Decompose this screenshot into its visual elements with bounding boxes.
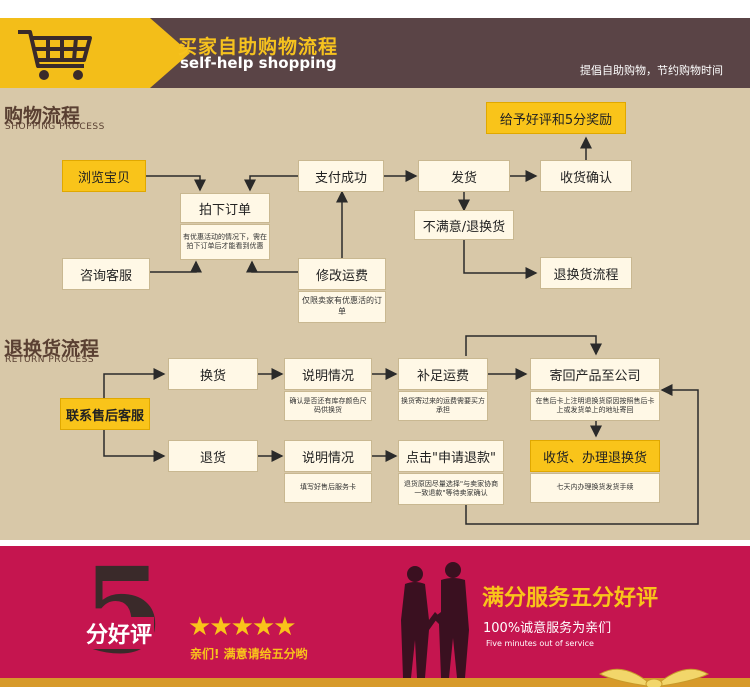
header-title: 买家自助购物流程 (178, 36, 339, 58)
rating-request-text: 亲们! 满意请给五分哟 (190, 647, 308, 661)
return-section-subtitle: RETURN PROCESS (5, 355, 95, 365)
return-flow-box: 退换货流程 (540, 257, 632, 289)
gold-bow-icon (598, 668, 710, 687)
explain-refund-note: 填写好售后服务卡 (284, 473, 372, 503)
banner-subtitle: 100%诚意服务为亲们 (483, 621, 612, 636)
consult-service-box: 咨询客服 (62, 258, 150, 290)
reward-box: 给予好评和5分奖励 (486, 102, 626, 134)
shipping-fee-box: 补足运费 (398, 358, 488, 390)
send-back-note: 在售后卡上注明退换货原因按照售后卡上或发货单上的地址寄回 (530, 391, 660, 421)
contact-aftersales-box: 联系售后客服 (60, 398, 150, 430)
modify-shipping-note: 仅限卖家有优惠活的订单 (298, 291, 386, 323)
explain-exchange-box: 说明情况 (284, 358, 372, 390)
return-section-title: 退换货流程 (4, 338, 100, 360)
receive-process-box: 收货、办理退换货 (530, 440, 660, 472)
header-right-text: 提倡自助购物，节约购物时间 (580, 64, 723, 77)
refund-box: 退货 (168, 440, 258, 472)
banner-title: 满分服务五分好评 (482, 586, 659, 611)
payment-success-box: 支付成功 (298, 160, 384, 192)
shopping-section-title: 购物流程 (4, 105, 81, 127)
five-star-rating-label: 分好评 (84, 617, 155, 649)
apply-refund-box: 点击"申请退款" (398, 440, 504, 472)
big-five-numeral: 5 (82, 541, 165, 680)
stars-icon: ★★★★★ (188, 612, 297, 642)
rating-banner (0, 546, 750, 687)
banner-gold-strip (0, 678, 750, 687)
ship-box: 发货 (418, 160, 510, 192)
receive-process-note: 七天内办理换货发货手续 (530, 473, 660, 503)
handshake-silhouette-icon (401, 562, 469, 678)
apply-refund-note: 退货原因尽量选择"与卖家协商一致退款"等待卖家确认 (398, 473, 504, 505)
modify-shipping-box: 修改运费 (298, 258, 386, 290)
exchange-box: 换货 (168, 358, 258, 390)
browse-box: 浏览宝贝 (62, 160, 146, 192)
place-order-note: 有优惠活动的情况下，需在拍下订单后才能看到优惠 (180, 224, 270, 260)
explain-exchange-note: 确认是否还有库存颜色尺码供换货 (284, 391, 372, 421)
explain-refund-box: 说明情况 (284, 440, 372, 472)
header-subtitle: self-help shopping (180, 54, 337, 72)
place-order-box: 拍下订单 (180, 193, 270, 223)
confirm-receipt-box: 收货确认 (540, 160, 632, 192)
shopping-section-subtitle: SHOPPING PROCESS (5, 122, 105, 132)
send-back-box: 寄回产品至公司 (530, 358, 660, 390)
shipping-fee-note: 换货寄过来的运费需要买方承担 (398, 391, 488, 421)
shopping-cart-icon (18, 30, 92, 80)
unhappy-return-box: 不满意/退换货 (414, 210, 514, 240)
header-cart-badge (0, 18, 190, 88)
banner-english-tagline: Five minutes out of service (486, 639, 594, 648)
